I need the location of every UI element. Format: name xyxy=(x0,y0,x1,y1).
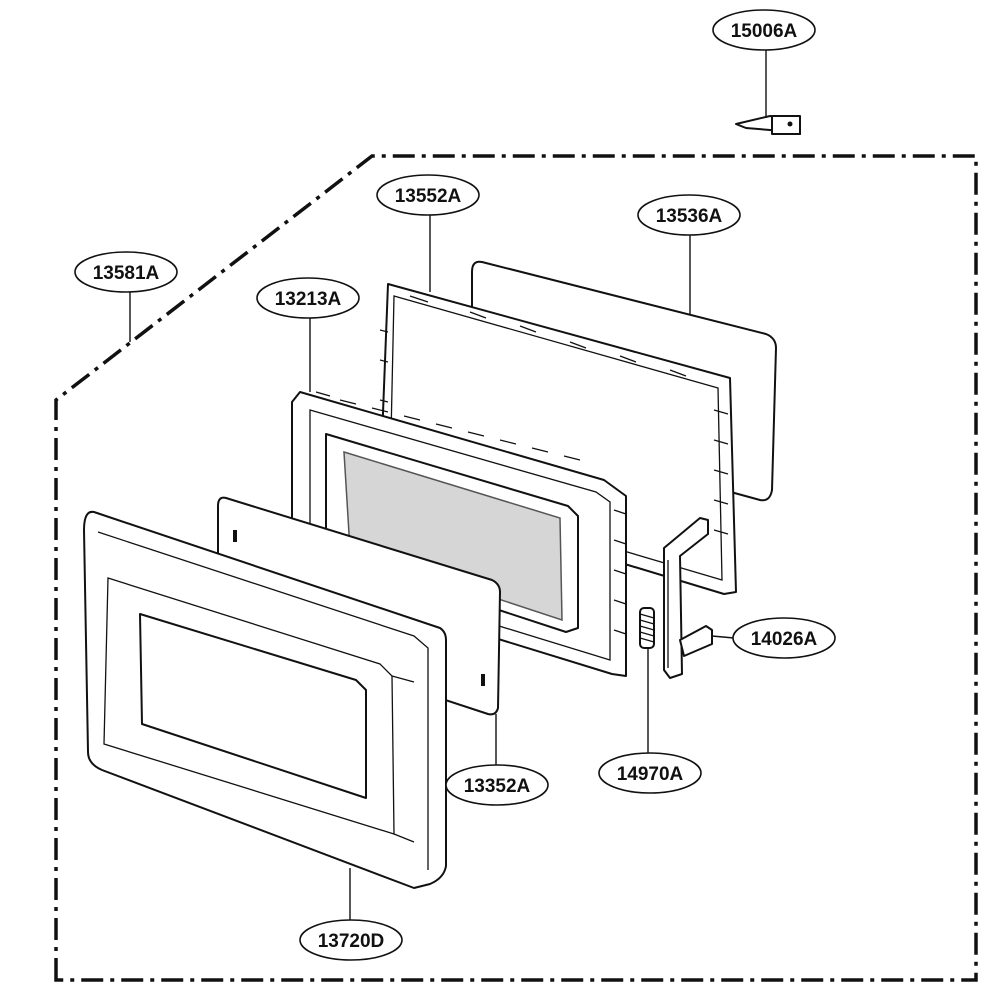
assembly-boundary xyxy=(54,154,978,982)
latch-hook-14026a xyxy=(663,517,713,679)
callout-label: 13536A xyxy=(656,206,723,227)
callout-13213a: 13213A xyxy=(256,277,360,319)
door-frame-13213a xyxy=(291,391,627,677)
callout-13720d: 13720D xyxy=(299,919,403,961)
callout-13536a: 13536A xyxy=(637,194,741,236)
callout-label: 13352A xyxy=(464,776,531,797)
callout-label: 13552A xyxy=(395,186,462,207)
callout-label: 13581A xyxy=(93,263,160,284)
bracket-part-15006a xyxy=(735,115,801,135)
callout-15006a: 15006A xyxy=(712,9,816,51)
callout-14970a: 14970A xyxy=(598,752,702,794)
callout-label: 13720D xyxy=(318,931,385,952)
callout-label: 14026A xyxy=(751,629,818,650)
callout-14026a: 14026A xyxy=(732,617,836,659)
leader-14026a xyxy=(711,635,735,639)
door-front-13720d xyxy=(83,510,447,889)
spring-14970a xyxy=(639,607,655,649)
callout-13352a: 13352A xyxy=(445,764,549,806)
callout-label: 15006A xyxy=(731,21,798,42)
callout-13581a: 13581A xyxy=(74,251,178,293)
callout-label: 13213A xyxy=(275,289,342,310)
callout-label: 14970A xyxy=(617,764,684,785)
callout-13552a: 13552A xyxy=(376,174,480,216)
